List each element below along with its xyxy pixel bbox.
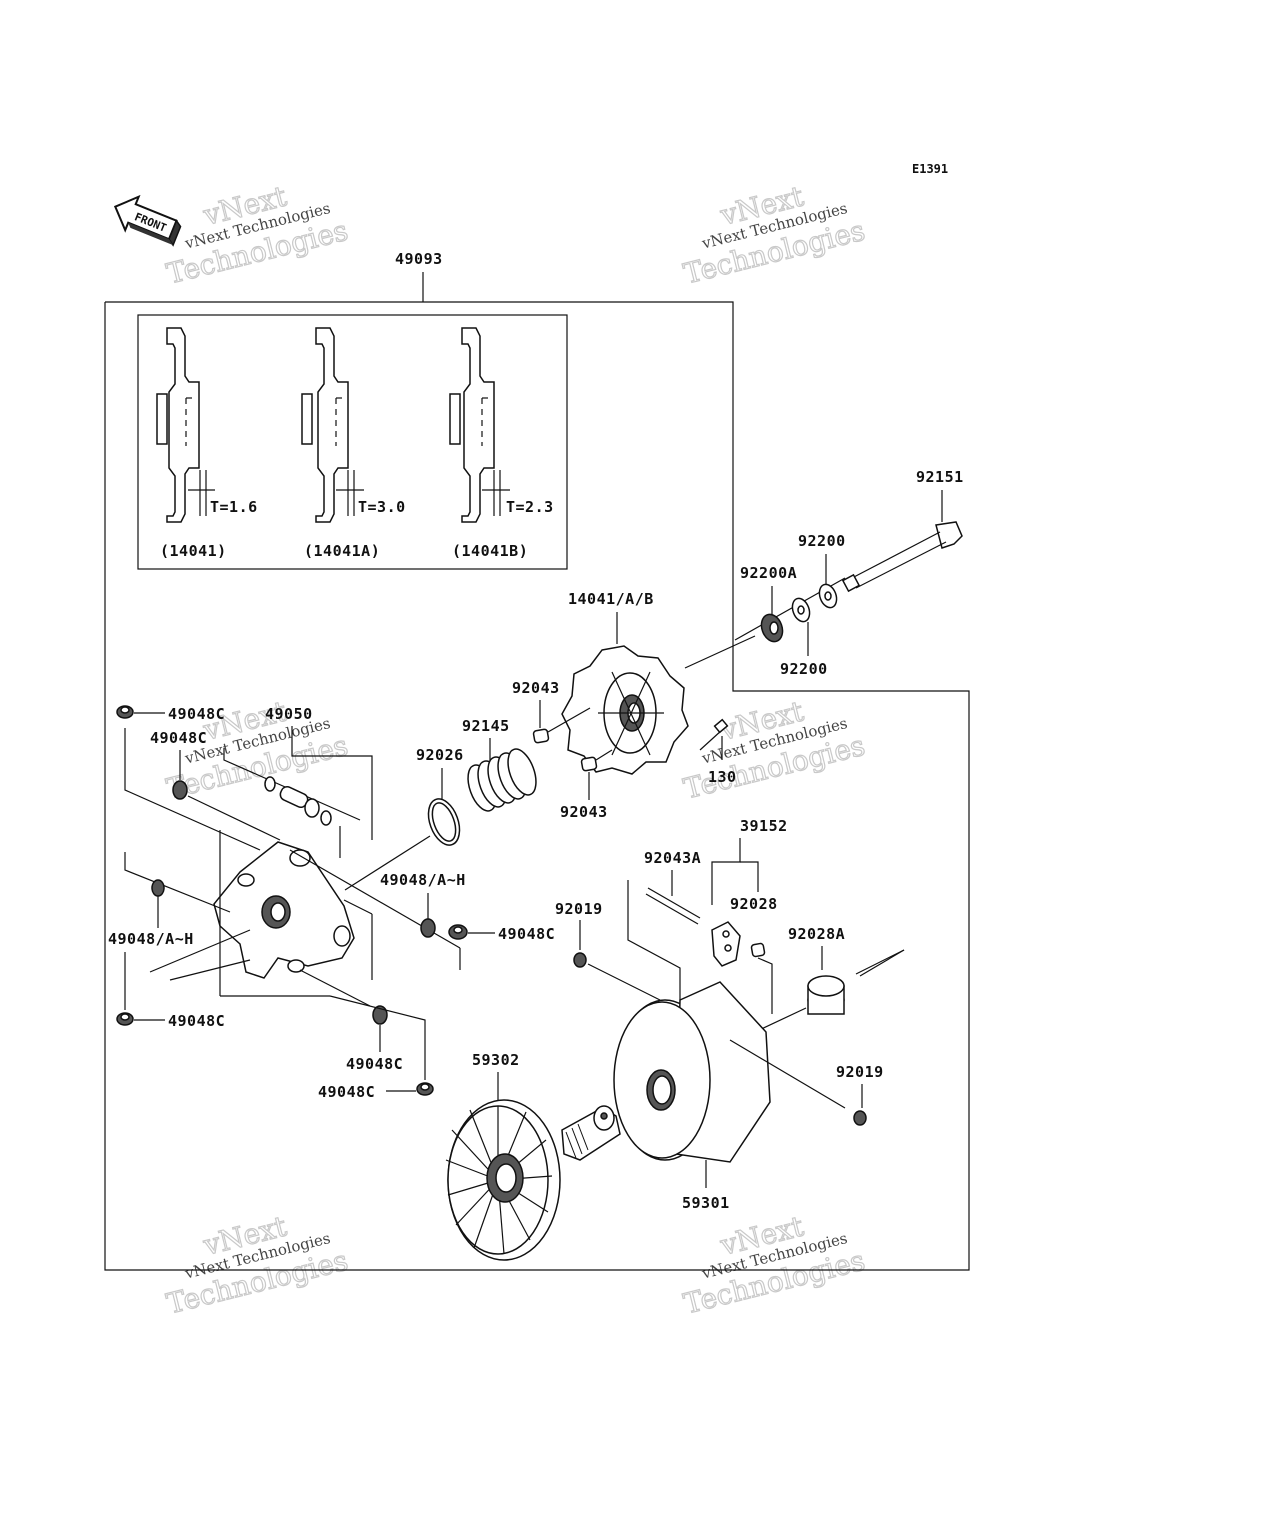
bearing-92200A: 92200A <box>740 564 797 643</box>
thickness-14041: T=1.6 <box>210 498 258 516</box>
label-92028A: 92028A <box>788 925 845 943</box>
pin-92043-lower: 92043 <box>560 749 613 821</box>
nut-49048C-lowest: 49048C <box>318 995 434 1101</box>
label-92043A: 92043A <box>644 849 701 867</box>
label-49048C-4: 49048C <box>168 1012 225 1030</box>
bushing-set-49050: 49050 <box>223 705 373 858</box>
spring-92145: 92145 <box>462 717 537 812</box>
label-92019-top: 92019 <box>555 900 603 918</box>
label-59301: 59301 <box>682 1194 730 1212</box>
movable-sheave-arm <box>149 830 461 997</box>
label-39152: 39152 <box>740 817 788 835</box>
label-92151: 92151 <box>916 468 964 486</box>
label-49048C-3: 49048C <box>498 925 555 943</box>
part-14041: (14041) <box>160 542 227 560</box>
roller-set-39152: 39152 <box>711 817 788 967</box>
label-49050: 49050 <box>265 705 313 723</box>
nut-92019-top: 92019 <box>555 900 661 1001</box>
label-14041AB: 14041/A/B <box>568 590 654 608</box>
front-arrow-icon: FRONT <box>113 194 182 247</box>
label-49093: 49093 <box>395 250 443 268</box>
bushing-92028A: 92028A <box>754 925 905 1033</box>
variant-14041: T=1.6 (14041) <box>156 327 258 560</box>
nut-49048AH-right: 49048/A~H <box>380 871 466 938</box>
thickness-14041B: T=2.3 <box>506 498 554 516</box>
label-92026: 92026 <box>416 746 464 764</box>
label-49048C-2: 49048C <box>150 729 207 747</box>
nut-49048C-lower-center: 49048C <box>299 969 403 1073</box>
watermark: vNext vNext Technologies Technologies vN… <box>163 179 869 1321</box>
washer-92200-lower: 92200 <box>780 597 828 678</box>
diagram-code: E1391 <box>912 162 948 176</box>
variant-14041B: T=2.3 (14041B) <box>449 327 554 560</box>
movable-sheave-59301: 59301 <box>613 981 846 1212</box>
label-92028: 92028 <box>730 895 778 913</box>
assembly-outline: 49093 <box>104 250 970 1271</box>
washer-92200-upper: 92200 <box>798 532 846 609</box>
label-92200-bottom: 92200 <box>780 660 828 678</box>
nut-92019-bottom: 92019 <box>836 1063 884 1126</box>
label-59302: 59302 <box>472 1051 520 1069</box>
label-49048C-5: 49048C <box>346 1055 403 1073</box>
thickness-variants-inset: T=1.6 (14041) T=3.0 (14041A) T=2.3 (1404… <box>137 314 568 570</box>
spider-14041AB: 14041/A/B <box>561 590 756 775</box>
label-49048AH-right: 49048/A~H <box>380 871 466 889</box>
label-49048C-1: 49048C <box>168 705 225 723</box>
thickness-14041A: T=3.0 <box>358 498 406 516</box>
oring-92026: 92026 <box>344 746 464 891</box>
fixed-sheave-59302: 59302 <box>445 1051 621 1261</box>
label-49048AH-left: 49048/A~H <box>108 930 194 948</box>
bushing-92028: 92028 <box>730 895 778 1014</box>
label-92200A: 92200A <box>740 564 797 582</box>
label-92145: 92145 <box>462 717 510 735</box>
part-14041A: (14041A) <box>304 542 380 560</box>
label-92200-top: 92200 <box>798 532 846 550</box>
part-14041B: (14041B) <box>452 542 528 560</box>
label-130: 130 <box>708 768 737 786</box>
nut-49048C-top-left: 49048C <box>116 705 261 851</box>
label-92043-top: 92043 <box>512 679 560 697</box>
nut-49048C-mid-right: 49048C <box>448 924 555 943</box>
nut-49048C-second: 49048C <box>150 729 281 841</box>
label-49048C-6: 49048C <box>318 1083 375 1101</box>
label-92019-bottom: 92019 <box>836 1063 884 1081</box>
label-92043-bottom: 92043 <box>560 803 608 821</box>
pin-92043A: 92043A <box>627 849 701 1000</box>
variant-14041A: T=3.0 (14041A) <box>301 327 406 560</box>
pin-92043-upper: 92043 <box>512 679 591 744</box>
nut-49048AH-left: 49048/A~H <box>108 852 231 1010</box>
nut-49048C-bottom-left: 49048C <box>116 1012 225 1030</box>
bolt-130: 130 <box>699 718 737 786</box>
